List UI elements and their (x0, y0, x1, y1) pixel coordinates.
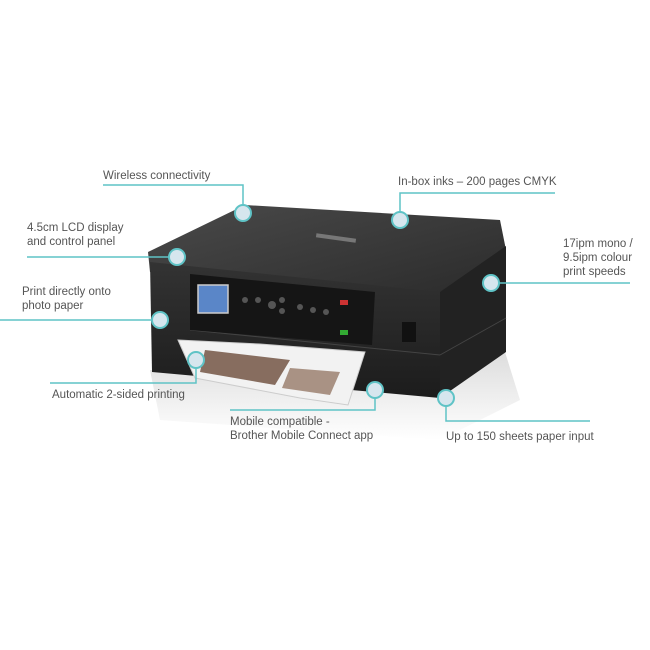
label-speed-line2: 9.5ipm colour (563, 252, 633, 264)
callout-dot (391, 211, 409, 229)
label-mobile-line1: Mobile compatible - (230, 416, 330, 428)
stop-button (340, 300, 348, 305)
label-lcd-line1: 4.5cm LCD display (27, 222, 124, 234)
label-inks: In-box inks – 200 pages CMYK (398, 176, 557, 188)
callout-dots (151, 204, 500, 407)
label-lcd: 4.5cm LCD display and control panel (27, 221, 124, 249)
label-paper-input: Up to 150 sheets paper input (446, 431, 594, 443)
label-speed: 17ipm mono / 9.5ipm colour print speeds (563, 237, 633, 279)
lcd-screen (197, 284, 229, 314)
printer (148, 205, 520, 440)
page-photo (200, 350, 290, 385)
label-mobile: Mobile compatible - Brother Mobile Conne… (230, 415, 373, 443)
callout-dot (168, 248, 186, 266)
callout-dot (366, 381, 384, 399)
label-photo-line1: Print directly onto (22, 286, 111, 298)
callout-dot (234, 204, 252, 222)
start-button (340, 330, 348, 335)
callout-dot (187, 351, 205, 369)
label-duplex: Automatic 2-sided printing (52, 389, 185, 401)
label-lcd-line2: and control panel (27, 236, 116, 248)
label-photo-line2: photo paper (22, 300, 84, 312)
callout-dot (437, 389, 455, 407)
callout-dot (482, 274, 500, 292)
control-buttons (242, 297, 329, 315)
label-wireless: Wireless connectivity (103, 170, 211, 182)
ink-door (402, 322, 416, 342)
brand-logo (315, 233, 357, 243)
label-mobile-line2: Brother Mobile Connect app (230, 430, 374, 442)
callout-dot (151, 311, 169, 329)
label-photo: Print directly onto photo paper (22, 285, 111, 313)
label-speed-line3: print speeds (563, 266, 626, 278)
label-speed-line1: 17ipm mono / (563, 238, 633, 250)
